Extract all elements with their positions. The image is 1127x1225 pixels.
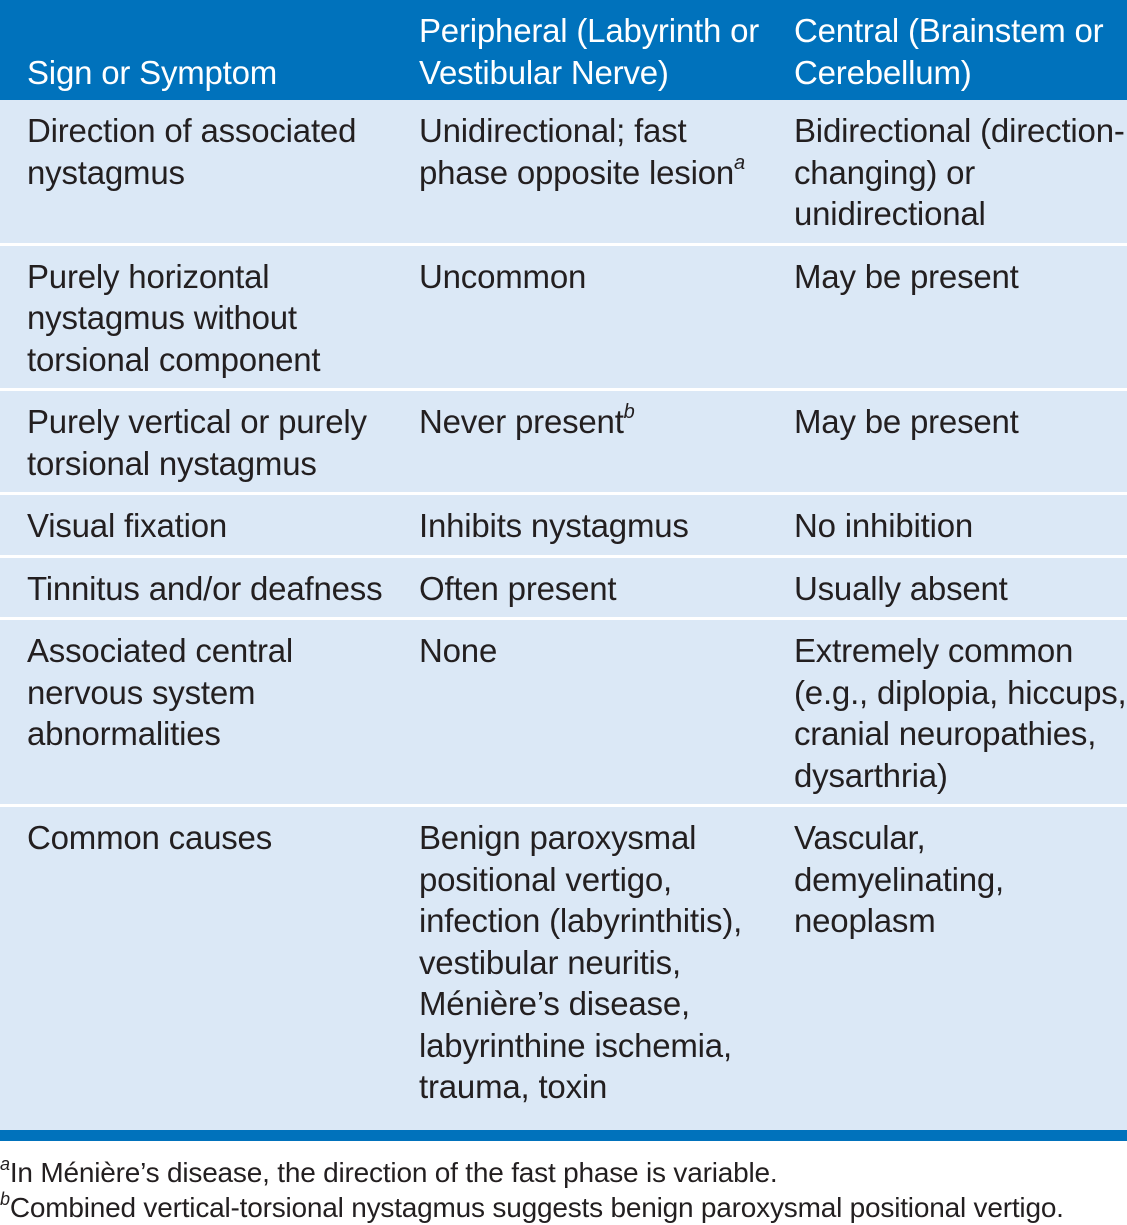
footnote: aIn Ménière’s disease, the direction of … <box>0 1155 1127 1190</box>
cell-peripheral-text: Never present <box>419 403 624 440</box>
cell-peripheral-text: Unidirectional; fast phase opposite lesi… <box>419 112 735 191</box>
header-row: Sign or Symptom Peripheral (Labyrinth or… <box>0 0 1127 100</box>
cell-sign: Associated central nervous system abnorm… <box>0 620 392 807</box>
table-row: Visual fixation Inhibits nystagmus No in… <box>0 495 1127 558</box>
cell-sign: Common causes <box>0 807 392 1130</box>
table-row: Associated central nervous system abnorm… <box>0 620 1127 807</box>
cell-central: Bidirectional (direction-changing) or un… <box>767 100 1127 246</box>
cell-peripheral: Unidirectional; fast phase opposite lesi… <box>392 100 767 246</box>
header-central: Central (Brainstem or Cerebellum) <box>767 0 1127 100</box>
footnote-mark: b <box>0 1188 10 1209</box>
table-row: Purely horizontal nystagmus without tors… <box>0 245 1127 391</box>
footnote-marker: b <box>623 401 635 423</box>
header-peripheral: Peripheral (Labyrinth or Vestibular Nerv… <box>392 0 767 100</box>
cell-peripheral: None <box>392 620 767 807</box>
cell-peripheral: Never presentb <box>392 391 767 495</box>
table-row: Purely vertical or purely torsional nyst… <box>0 391 1127 495</box>
footnote-text: In Ménière’s disease, the direction of t… <box>9 1156 778 1188</box>
cell-peripheral: Inhibits nystagmus <box>392 495 767 558</box>
cell-sign: Purely horizontal nystagmus without tors… <box>0 245 392 391</box>
cell-central: No inhibition <box>767 495 1127 558</box>
cell-central: Usually absent <box>767 557 1127 620</box>
cell-peripheral: Often present <box>392 557 767 620</box>
cell-peripheral: Benign paroxysmal positional vertigo, in… <box>392 807 767 1130</box>
cell-central: May be present <box>767 391 1127 495</box>
table-body: Direction of associated nystagmus Unidir… <box>0 100 1127 1130</box>
comparison-table: Sign or Symptom Peripheral (Labyrinth or… <box>0 0 1127 1130</box>
cell-peripheral: Uncommon <box>392 245 767 391</box>
table-header: Sign or Symptom Peripheral (Labyrinth or… <box>0 0 1127 100</box>
table-row: Direction of associated nystagmus Unidir… <box>0 100 1127 246</box>
cell-central: Vascular, demyelinating, neoplasm <box>767 807 1127 1130</box>
cell-sign: Visual fixation <box>0 495 392 558</box>
footnote: bCombined vertical-torsional nystagmus s… <box>0 1190 1127 1225</box>
cell-sign: Purely vertical or purely torsional nyst… <box>0 391 392 495</box>
cell-central: Extremely common (e.g., diplopia, hiccup… <box>767 620 1127 807</box>
table-row: Tinnitus and/or deafness Often present U… <box>0 557 1127 620</box>
table-row: Common causes Benign paroxysmal position… <box>0 807 1127 1130</box>
cell-sign: Tinnitus and/or deafness <box>0 557 392 620</box>
cell-central: May be present <box>767 245 1127 391</box>
footnote-mark: a <box>0 1153 10 1174</box>
footnote-text: Combined vertical-torsional nystagmus su… <box>9 1191 1064 1223</box>
footnote-marker: a <box>734 151 745 174</box>
table-bottom-rule <box>0 1129 1127 1141</box>
cell-sign: Direction of associated nystagmus <box>0 100 392 246</box>
header-sign-or-symptom: Sign or Symptom <box>0 0 392 100</box>
footnotes: aIn Ménière’s disease, the direction of … <box>0 1141 1127 1225</box>
